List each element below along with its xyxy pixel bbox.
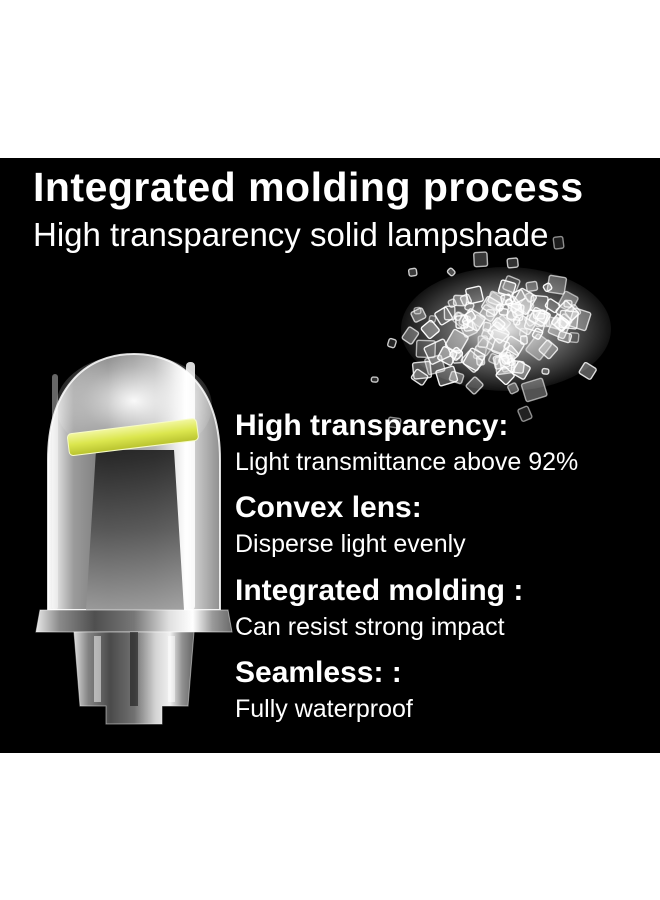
feature-item: Seamless: : Fully waterproof: [235, 655, 645, 725]
feature-heading: High transparency:: [235, 409, 509, 442]
feature-item: Convex lens: Disperse light evenly: [235, 490, 645, 560]
feature-item: Integrated molding : Can resist strong i…: [235, 573, 645, 643]
feature-text: Can resist strong impact: [235, 612, 505, 641]
black-panel: Integrated molding process High transpar…: [0, 158, 660, 753]
pellet-pile-image: [370, 235, 611, 429]
feature-text: Disperse light evenly: [235, 530, 466, 559]
led-bulb-icon: [35, 352, 233, 725]
feature-item: High transparency: Light transmittance a…: [235, 408, 645, 478]
page-title: Integrated molding process: [33, 164, 584, 210]
feature-heading: Integrated molding :: [235, 573, 524, 607]
feature-heading: Convex lens:: [235, 491, 422, 525]
feature-heading: Seamless: :: [235, 655, 402, 689]
feature-list: High transparency: Light transmittance a…: [235, 408, 645, 737]
led-bulb-image: [32, 278, 237, 733]
feature-text: Light transmittance above 92%: [235, 448, 579, 476]
feature-text: Fully waterproof: [235, 694, 413, 723]
page-subtitle: High transparency solid lampshade: [33, 216, 549, 253]
